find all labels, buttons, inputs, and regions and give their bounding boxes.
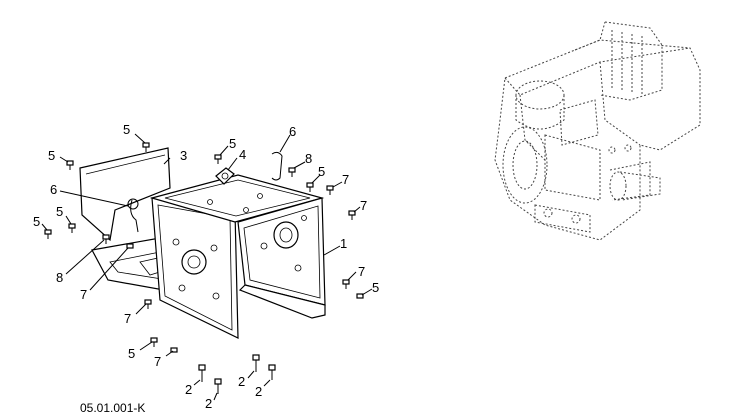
callout-8: 8 <box>56 270 63 285</box>
callout-1: 1 <box>340 236 347 251</box>
engine-outline <box>494 21 701 241</box>
callout-7: 7 <box>124 311 131 326</box>
callout-2: 2 <box>205 396 212 411</box>
right-housing-plate-part <box>237 197 326 319</box>
leader-lines <box>41 133 373 401</box>
callout-7: 7 <box>360 198 367 213</box>
callout-5: 5 <box>48 148 55 163</box>
callout-6: 6 <box>50 182 57 197</box>
cover-plate-part <box>79 147 171 242</box>
callout-7: 7 <box>358 264 365 279</box>
callout-5: 5 <box>372 280 379 295</box>
callout-5: 5 <box>123 122 130 137</box>
callout-3: 3 <box>180 148 187 163</box>
drawing-reference-number: 05.01.001-K <box>80 401 145 414</box>
callout-5: 5 <box>56 204 63 219</box>
callouts: 5 5 3 5 4 6 8 5 7 6 5 5 7 1 8 7 7 5 7 7 … <box>33 122 379 411</box>
callout-7: 7 <box>342 172 349 187</box>
callout-2: 2 <box>185 382 192 397</box>
callout-8: 8 <box>305 151 312 166</box>
callout-5: 5 <box>229 136 236 151</box>
callout-2: 2 <box>255 384 262 399</box>
callout-7: 7 <box>80 287 87 302</box>
screw-fasteners <box>44 142 364 394</box>
lever-part <box>215 167 235 185</box>
callout-5: 5 <box>33 214 40 229</box>
callout-7: 5 <box>128 346 135 361</box>
callout-2: 2 <box>238 374 245 389</box>
callout-5: 7 <box>154 354 161 369</box>
callout-6: 6 <box>289 124 296 139</box>
callout-4: 4 <box>239 147 246 162</box>
spring-clip-part <box>271 151 283 181</box>
lock-pin-part <box>127 198 139 233</box>
callout-5: 5 <box>318 164 325 179</box>
